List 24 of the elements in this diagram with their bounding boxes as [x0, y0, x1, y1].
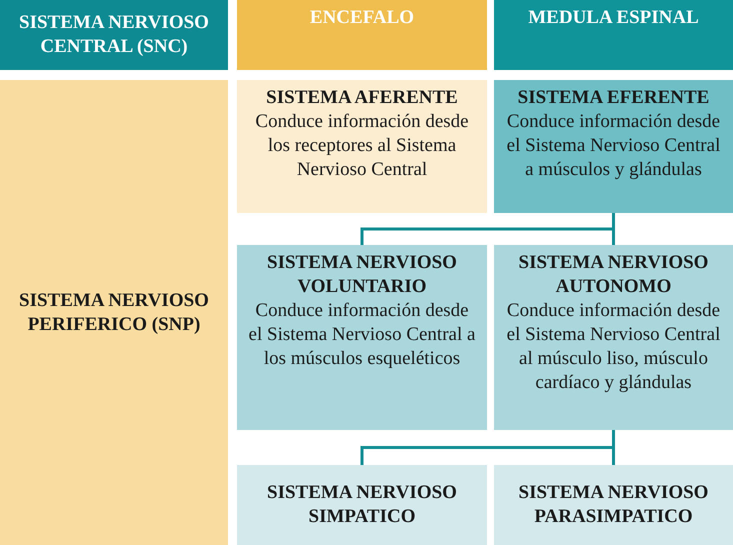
heading-text: SISTEMA NERVIOSO PERIFERICO (SNP) — [18, 288, 210, 336]
heading-text: SISTEMA NERVIOSO VOLUNTARIO — [266, 251, 458, 299]
heading-text: ENCEFALO — [310, 6, 414, 30]
heading-text: SISTEMA NERVIOSO SIMPATICO — [266, 481, 458, 529]
header-box — [237, 0, 487, 70]
heading-text: SISTEMA NERVIOSO AUTONOMO — [518, 251, 710, 299]
header-box — [494, 0, 733, 70]
category-box — [494, 80, 733, 213]
category-box — [494, 465, 733, 545]
category-box — [237, 245, 487, 430]
heading-text: SISTEMA NERVIOSO CENTRAL (SNC) — [18, 11, 210, 59]
category-panel — [0, 80, 228, 545]
description-text: Conduce información desde el Sistema Nervioso Central a los músculos esqueléticos — [248, 299, 476, 371]
description-text: Conduce información desde los receptores al Sistema Nervioso Central — [254, 110, 470, 182]
heading-text: SISTEMA AFERENTE — [266, 86, 458, 110]
heading-text: SISTEMA EFERENTE — [518, 86, 710, 110]
category-box — [494, 245, 733, 430]
heading-text: SISTEMA NERVIOSO PARASIMPATICO — [518, 481, 710, 529]
description-text: Conduce información desde el Sistema Nervioso Central al músculo liso, músculo cardíaco y glándulas — [506, 299, 722, 395]
header-box — [0, 0, 228, 70]
category-box — [237, 465, 487, 545]
description-text: Conduce información desde el Sistema Nervioso Central a músculos y glándulas — [506, 110, 722, 182]
heading-text: MEDULA ESPINAL — [528, 6, 699, 30]
category-box — [237, 80, 487, 213]
